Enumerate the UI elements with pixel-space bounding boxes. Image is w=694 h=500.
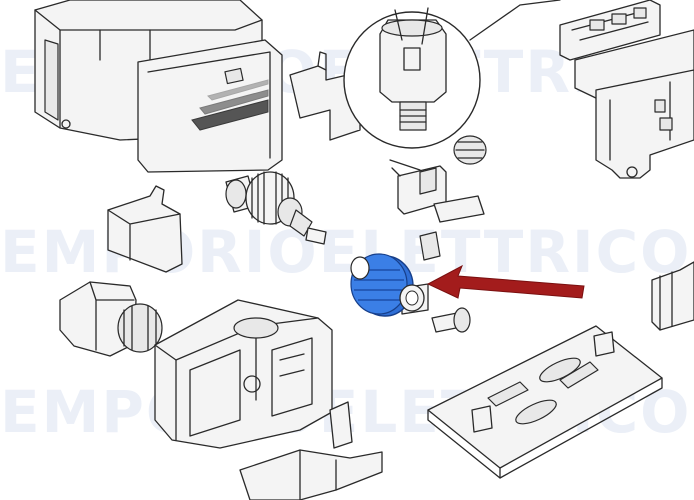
limit-switch-parts: [389, 135, 487, 261]
housing-lid: [107, 185, 183, 273]
highlighted-spur-gear: [350, 253, 429, 317]
watermark-row-2: EMPORIOELETTRICO: [0, 218, 691, 286]
bottom-bracket: [239, 401, 383, 500]
motor-detail-inset: [343, 0, 561, 149]
gearbox-body: [154, 299, 333, 449]
pinion-shaft-assembly: [225, 171, 327, 245]
board-mounting-plate: [595, 69, 694, 179]
base-plate: [427, 325, 663, 479]
gear-pin: [431, 307, 471, 333]
pointer-arrow: [426, 264, 585, 299]
front-cover-panel: [137, 39, 283, 173]
left-gear-housing: [59, 281, 163, 357]
side-bracket: [651, 261, 694, 331]
